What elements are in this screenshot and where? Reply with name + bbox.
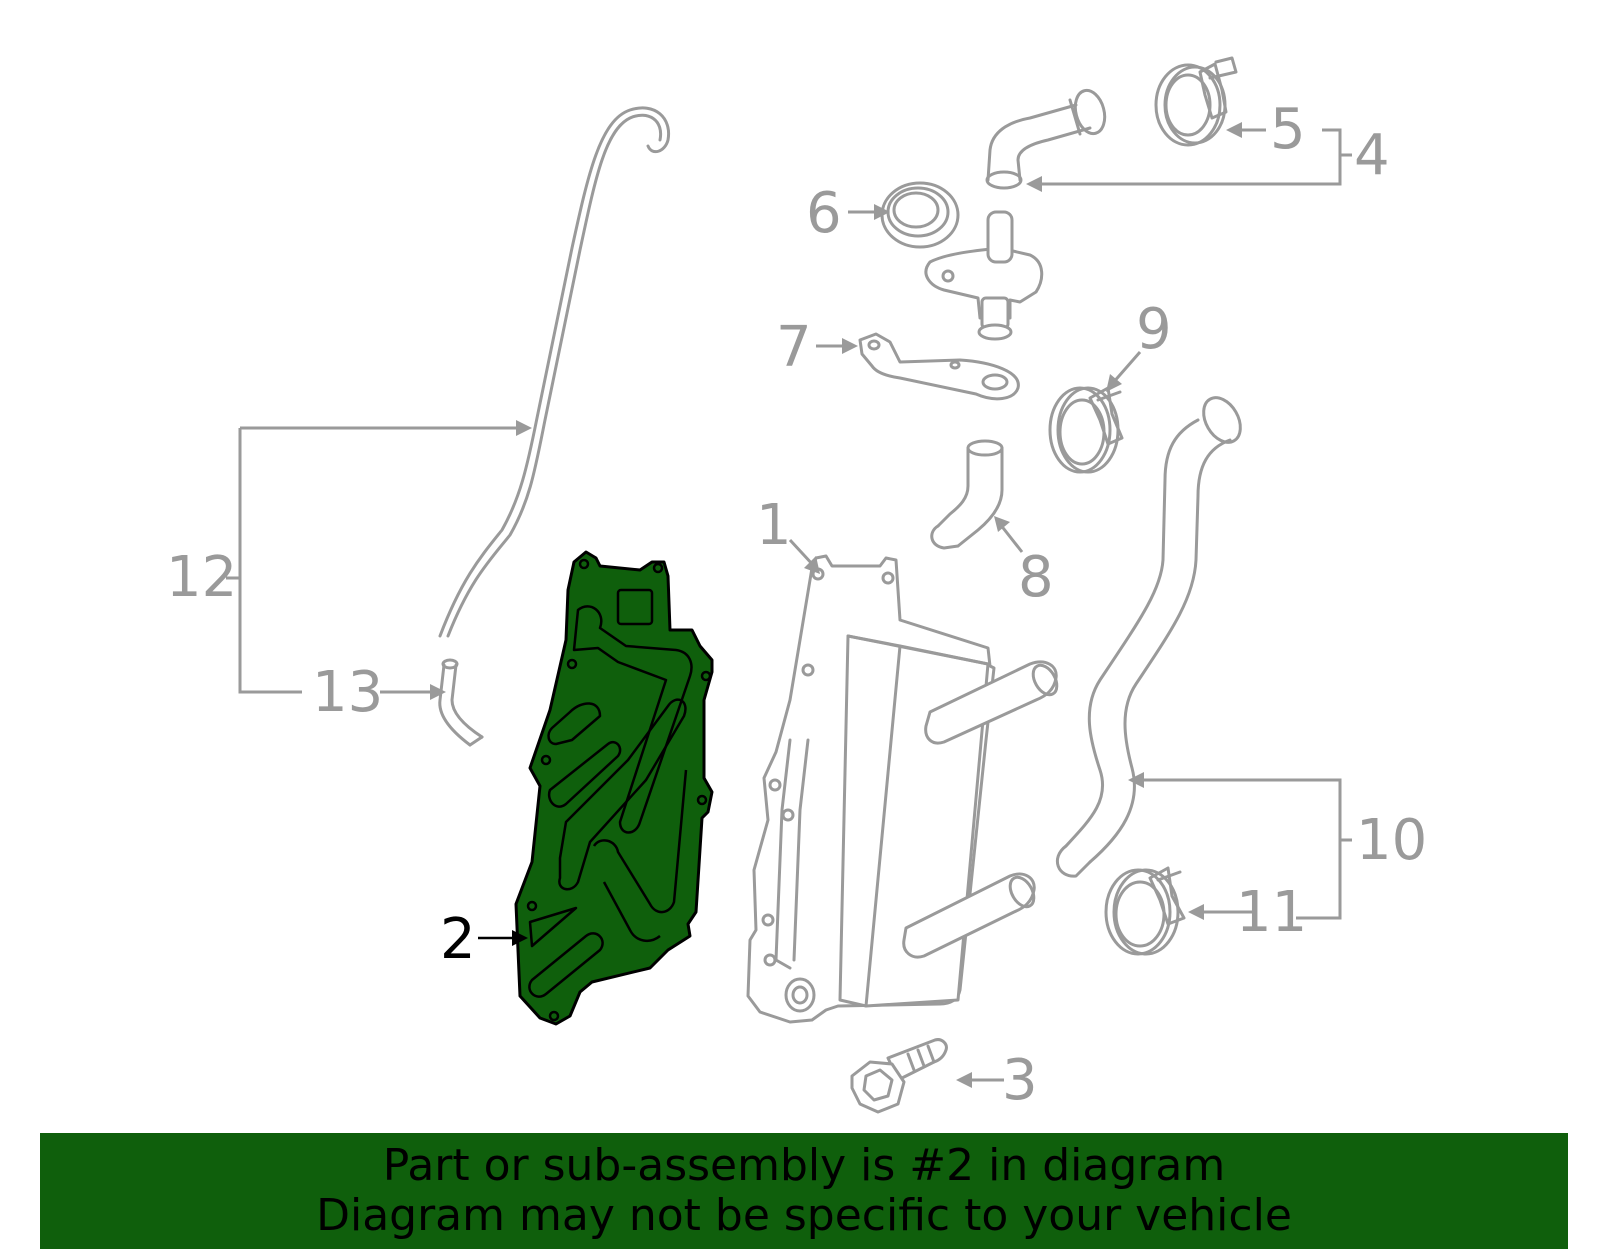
part-1-oil-cooler [746, 554, 1059, 1024]
callout-11: 11 [1236, 880, 1307, 945]
part-8-hose [930, 439, 1004, 550]
part-4-elbow [985, 88, 1107, 190]
callout-12: 12 [166, 545, 237, 610]
part-2-cover [514, 550, 714, 1026]
callout-2: 2 [440, 907, 476, 972]
part-5-clamp [1154, 56, 1238, 147]
callout-8: 8 [1018, 545, 1054, 610]
leader-lines [226, 122, 1352, 1088]
notice-banner: Part or sub-assembly is #2 in diagram Di… [40, 1133, 1568, 1249]
callout-4: 4 [1354, 123, 1390, 188]
callout-7: 7 [776, 315, 812, 380]
callout-labels: 12 13 5 4 6 7 9 8 1 10 11 3 2 [166, 97, 1427, 1113]
part-7-bracket [858, 332, 1020, 401]
part-6-housing [880, 181, 1044, 341]
part-9-clamp [1048, 386, 1124, 474]
part-10-hose [1055, 396, 1242, 878]
callout-9: 9 [1136, 297, 1172, 362]
part-13-hose [438, 658, 484, 747]
banner-line-1: Part or sub-assembly is #2 in diagram [382, 1140, 1226, 1191]
callout-1: 1 [756, 493, 792, 558]
callout-10: 10 [1356, 808, 1427, 873]
callout-5: 5 [1270, 97, 1306, 162]
part-12-hose [438, 106, 671, 638]
banner-line-2: Diagram may not be specific to your vehi… [316, 1190, 1292, 1241]
callout-13: 13 [312, 660, 383, 725]
callout-3: 3 [1002, 1048, 1038, 1113]
callout-6: 6 [806, 181, 842, 246]
part-3-bolt [850, 1038, 948, 1114]
part-11-clamp [1104, 866, 1186, 956]
